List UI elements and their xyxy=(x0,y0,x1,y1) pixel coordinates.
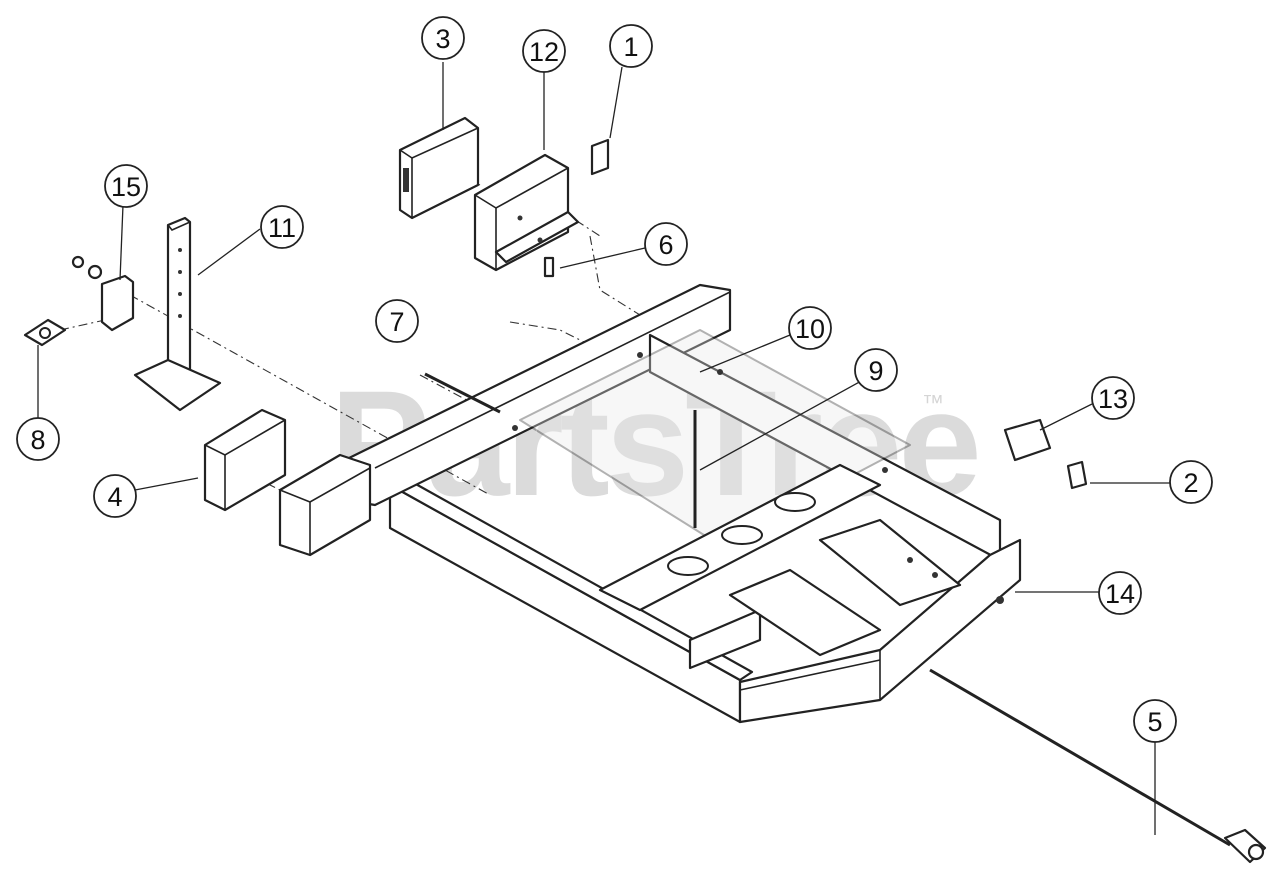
watermark-trademark: ™ xyxy=(922,390,944,415)
callout-11[interactable]: 11 xyxy=(260,205,304,249)
callout-13[interactable]: 13 xyxy=(1091,376,1135,420)
callout-circle xyxy=(609,24,653,68)
weight-block-part-4[interactable] xyxy=(203,408,287,512)
callout-number: 6 xyxy=(658,230,673,260)
callout-number: 5 xyxy=(1147,707,1162,737)
callout-number: 11 xyxy=(268,213,296,243)
callout-circle xyxy=(644,222,688,266)
callout-number: 7 xyxy=(389,307,404,337)
callout-2[interactable]: 2 xyxy=(1169,460,1213,504)
wire-harness-part-5[interactable] xyxy=(929,668,1267,864)
callout-number: 1 xyxy=(623,32,638,62)
callout-number: 2 xyxy=(1183,468,1198,498)
callout-circle xyxy=(93,474,137,518)
callout-number: 10 xyxy=(795,314,825,344)
callout-number: 8 xyxy=(30,425,45,455)
weight-block-part-12[interactable] xyxy=(473,153,580,272)
callout-circle xyxy=(788,306,832,350)
callout-circle xyxy=(1091,376,1135,420)
callout-number: 13 xyxy=(1098,384,1128,414)
callout-circle xyxy=(1098,571,1142,615)
callout-circle xyxy=(522,29,566,73)
callout-6[interactable]: 6 xyxy=(644,222,688,266)
callout-circle xyxy=(375,299,419,343)
callout-number: 9 xyxy=(868,356,883,386)
decal-part-1[interactable] xyxy=(590,138,610,176)
callout-circle xyxy=(1169,460,1213,504)
main-frame[interactable] xyxy=(278,283,1022,724)
callout-15[interactable]: 15 xyxy=(104,164,148,208)
callout-circle xyxy=(260,205,304,249)
rod-part-9[interactable] xyxy=(424,372,697,528)
leader-lines xyxy=(37,62,1170,835)
callout-8[interactable]: 8 xyxy=(16,417,60,461)
callout-3[interactable]: 3 xyxy=(421,16,465,60)
decal-part-2[interactable] xyxy=(1066,460,1088,490)
callout-4[interactable]: 4 xyxy=(93,474,137,518)
weight-block-part-3[interactable] xyxy=(398,116,480,220)
callout-14[interactable]: 14 xyxy=(1098,571,1142,615)
callout-5[interactable]: 5 xyxy=(1133,699,1177,743)
callout-circle xyxy=(1133,699,1177,743)
callout-circle xyxy=(16,417,60,461)
callout-circle xyxy=(421,16,465,60)
callout-circle xyxy=(104,164,148,208)
callout-10[interactable]: 10 xyxy=(788,306,832,350)
callout-number: 12 xyxy=(529,37,559,67)
callout-1[interactable]: 1 xyxy=(609,24,653,68)
callout-number: 14 xyxy=(1105,579,1135,609)
bolt-part-6[interactable] xyxy=(543,256,555,278)
callout-circle xyxy=(854,348,898,392)
plate-part-8[interactable] xyxy=(23,318,67,347)
callout-number: 3 xyxy=(435,24,450,54)
callout-7[interactable]: 7 xyxy=(375,299,419,343)
decal-part-13[interactable] xyxy=(1003,418,1052,462)
jack-stand-part-11[interactable] xyxy=(133,216,222,412)
callout-number: 4 xyxy=(107,482,122,512)
bracket-part-15[interactable] xyxy=(71,255,135,332)
callout-12[interactable]: 12 xyxy=(522,29,566,73)
callout-number: 15 xyxy=(111,172,141,202)
callout-9[interactable]: 9 xyxy=(854,348,898,392)
